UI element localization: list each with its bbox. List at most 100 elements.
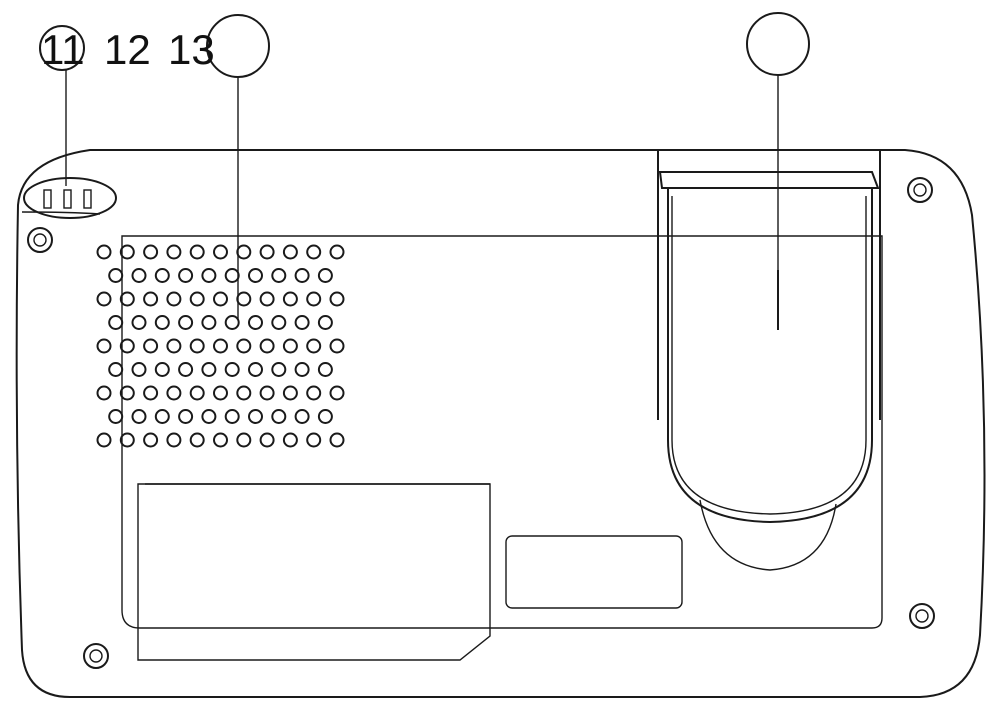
grill-hole [96,432,112,448]
grill-hole [189,291,205,307]
grill-hole [271,315,287,330]
grill-hole [317,268,333,283]
port-cover [505,535,683,609]
grill-hole [119,244,135,260]
grill-hole [236,385,252,401]
grill-hole [143,432,159,448]
grill-hole [259,385,275,401]
grill-hole [154,409,170,424]
mount-assembly [657,150,881,571]
button-11 [43,189,52,209]
grill-hole [248,315,263,330]
grill-hole [96,338,112,354]
grill-hole [178,268,194,283]
grill-hole [271,362,287,377]
screw-top-right [907,177,933,203]
callout-label-12: 12 [104,26,151,73]
grill-hole [282,432,298,448]
grill-hole [236,244,252,260]
grill-hole [96,291,112,307]
grill-hole [166,244,182,260]
grill-hole [248,409,263,424]
grill-hole [317,409,333,424]
grill-hole [119,291,135,307]
device-body-outline [15,149,986,698]
grill-hole [131,409,147,424]
grill-hole [154,315,170,330]
callout-circle-11 [39,25,85,71]
grill-hole [201,268,217,283]
grill-hole [271,268,287,283]
grill-hole [259,338,275,354]
mount-clip-inner [671,196,867,515]
grill-hole [154,362,170,377]
grill-hole [119,338,135,354]
grill-hole [236,291,252,307]
grill-hole [166,432,182,448]
grill-hole [143,291,159,307]
grill-hole [189,244,205,260]
grill-hole [154,268,170,283]
button-12 [63,189,72,209]
grill-hole [294,315,310,330]
grill-hole [108,315,124,330]
grill-hole [213,291,228,307]
grill-hole [119,385,135,401]
grill-hole [282,291,298,307]
mount-base-curve [699,499,837,571]
grill-hole [189,432,205,448]
grill-hole [213,385,228,401]
grill-hole [282,244,298,260]
callout-label-13: 13 [168,26,215,73]
label-cover-outline [137,483,491,661]
button-cluster [23,177,117,219]
button-cluster-housing [23,177,117,219]
grill-hole [329,338,345,354]
grill-hole [189,338,205,354]
grill-hole [306,385,322,401]
grill-hole [306,244,322,260]
grill-hole [317,315,333,330]
grill-hole [248,268,263,283]
callout-label-11: 11 [41,26,85,73]
grill-hole [213,432,228,448]
grill-hole [259,432,275,448]
grill-hole [166,385,182,401]
grill-hole [166,338,182,354]
grill-hole [178,315,194,330]
grill-hole [282,385,298,401]
screw-bottom-right [909,603,935,629]
grill-hole [259,291,275,307]
callout-circle-5 [746,12,810,76]
grill-hole [306,291,322,307]
grill-hole [259,244,275,260]
grill-hole [143,385,159,401]
grill-hole [201,362,217,377]
grill-hole [178,362,194,377]
grill-hole [213,338,228,354]
grill-hole [271,409,287,424]
grill-hole [189,385,205,401]
grill-hole [224,268,240,283]
grill-hole [213,244,228,260]
grill-hole [329,291,345,307]
grill-hole [201,409,217,424]
grill-hole [282,338,298,354]
grill-hole [131,268,147,283]
grill-hole [317,362,333,377]
grill-hole [294,268,310,283]
speaker-grill [96,244,345,448]
grill-hole [248,362,263,377]
mount-clip-outer [667,188,873,524]
screw-top-left [27,227,53,253]
grill-hole [108,362,124,377]
grill-hole [108,268,124,283]
grill-hole [131,362,147,377]
grill-hole [329,244,345,260]
grill-hole [236,432,252,448]
grill-hole [224,409,240,424]
button-13 [83,189,92,209]
screw-bottom-left [83,643,109,669]
grill-hole [131,315,147,330]
